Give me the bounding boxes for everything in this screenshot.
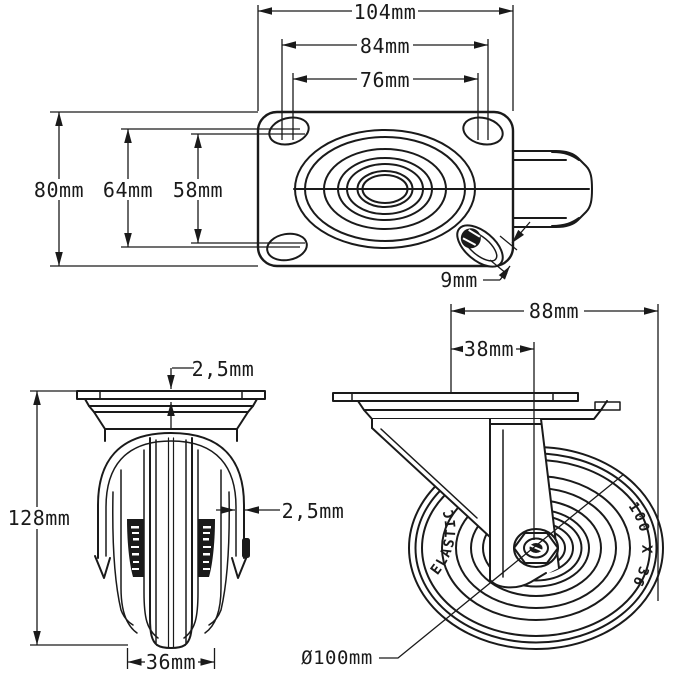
dim-128mm-label: 128mm [8,506,71,530]
bolt-slot-bottom-left [266,232,308,262]
axle-nut [513,528,559,568]
fork-leading-edge [371,427,491,538]
dim-wheel-offset: 38mm [451,337,535,540]
dim-overall-height: 128mm [1,390,128,646]
dim-64mm-label: 64mm [103,178,153,202]
dim-slot-width: 9mm [440,221,531,292]
sidewall-embossing [131,526,211,570]
swivel-bearing-rings [293,129,590,249]
dim-slot-spacing-inner-x: 76mm [292,68,479,140]
dim-fork-thickness-label: 2,5mm [282,499,345,523]
dim-36mm-label: 36mm [146,650,196,674]
bolt-slot-bottom-right [456,224,504,268]
dim-plate-thickness-label: 2,5mm [192,357,255,381]
tread-bottom [156,644,186,649]
bolt-slots [266,116,504,268]
dim-wheel-diameter-label: Ø100mm [301,647,373,669]
bolt-slot-top-right [462,116,504,146]
wheel-side-stub [512,150,593,228]
dim-104mm-label: 104mm [354,0,417,24]
dim-plate-length: 88mm [450,299,659,601]
dim-84mm-label: 84mm [360,34,410,58]
dim-overall-width: 104mm [257,0,514,111]
front-view: 2,5mm 128mm 2,5mm 36mm [1,357,344,674]
tread-left-edge [149,437,158,646]
side-view: ELASTIC 100 X 36 88mm 38mm Ø100mm [301,299,664,669]
dim-fork-thickness: 2,5mm [216,499,344,523]
front-fork [94,432,248,579]
dim-80mm-label: 80mm [34,178,84,202]
dim-slot-spacing-inner-y: 58mm [171,133,305,244]
side-fork [371,418,560,589]
dim-overall-depth: 80mm [32,111,258,267]
dim-38mm-label: 38mm [464,337,514,361]
dim-58mm-label: 58mm [173,178,223,202]
brake-tab [594,401,621,411]
dim-wheel-width: 36mm [126,648,216,674]
dim-slot-spacing-outer-x: 84mm [281,34,489,140]
tread-right-edge [184,437,193,646]
bolt-slot-top-left [268,116,310,146]
front-wheel [112,437,250,649]
dim-76mm-label: 76mm [360,68,410,92]
side-plate [332,392,621,420]
top-view-plate: 104mm 84mm 76mm 80mm [32,0,593,292]
fork-tip-right [231,555,248,579]
dim-88mm-label: 88mm [529,299,579,323]
diameter-leader-line [379,473,625,659]
dim-plate-thickness: 2,5mm [167,357,255,429]
dim-9mm-label: 9mm [440,268,478,292]
dim-slot-spacing-outer-y: 64mm [101,128,300,248]
front-plate [76,390,266,400]
fork-tip-left [94,555,111,579]
